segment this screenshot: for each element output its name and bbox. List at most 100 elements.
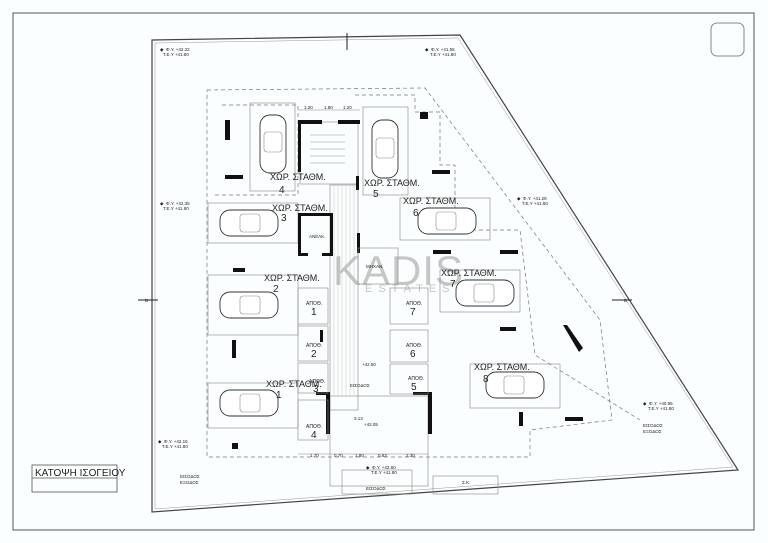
bay-5: [362, 106, 409, 196]
drawing-title: ΚΑΤΟΨΗ ΙΣΟΓΕΙΟΥ: [35, 468, 126, 479]
svg-text:2: 2: [273, 284, 279, 295]
svg-text:ΧΩΡ. ΣΤΑΘΜ.: ΧΩΡ. ΣΤΑΘΜ.: [403, 196, 459, 206]
corner-box: [710, 22, 745, 57]
car-icon: [455, 279, 515, 307]
svg-text:ΕΙΣΟΔΟΣ: ΕΙΣΟΔΟΣ: [643, 423, 663, 428]
svg-text:◆: ◆: [366, 465, 370, 470]
svg-text:3: 3: [313, 384, 319, 395]
svg-text:ΑΠΟΘ.: ΑΠΟΘ.: [406, 301, 422, 307]
svg-text:1: 1: [311, 307, 317, 318]
svg-text:◆: ◆: [517, 196, 521, 201]
svg-text:Φ.Υ. +40.95: Φ.Υ. +40.95: [649, 401, 673, 406]
svg-text:ΧΩΡ. ΣΤΑΘΜ.: ΧΩΡ. ΣΤΑΘΜ.: [264, 273, 320, 283]
car-icon: [259, 114, 287, 174]
entrance-path: [341, 469, 413, 495]
car-icon: [219, 291, 279, 319]
storage-label-6: ΑΠΟΘ.6: [406, 343, 422, 360]
svg-text:7: 7: [450, 279, 456, 290]
svg-text:ΧΩΡ. ΣΤΑΘΜ.: ΧΩΡ. ΣΤΑΘΜ.: [364, 178, 420, 188]
car-icon: [219, 389, 279, 417]
svg-text:1.80: 1.80: [324, 105, 333, 110]
svg-text:ΑΠΟΘ.: ΑΠΟΘ.: [309, 379, 325, 385]
corridor: [329, 184, 359, 411]
storage-2: [297, 325, 329, 362]
floor-level-lobby: +42.05: [364, 422, 378, 427]
floor-level-corridor: +42.50: [362, 362, 376, 367]
svg-text:Φ.Υ. +42.15: Φ.Υ. +42.15: [164, 439, 188, 444]
svg-text:Φ.Υ. +42.35: Φ.Υ. +42.35: [166, 201, 190, 206]
entrance-label: ΕΙΣΟΔΟΣ: [350, 383, 370, 388]
spot-level: ◆Φ.Υ. +42.15Τ.Ε.Υ +41.80: [158, 439, 188, 449]
svg-text:ΧΩΡ. ΣΤΑΘΜ.: ΧΩΡ. ΣΤΑΘΜ.: [266, 379, 322, 389]
svg-text:ΕΞΟΔΟΣ: ΕΞΟΔΟΣ: [643, 429, 662, 434]
sheet-frame: [12, 12, 755, 531]
parking-space-1: ΧΩΡ. ΣΤΑΘΜ.1: [266, 379, 322, 401]
svg-text:ΑΠΟΘ.: ΑΠΟΘ.: [408, 376, 424, 382]
storage-label-1: ΑΠΟΘ.1: [306, 301, 322, 318]
svg-text:ΑΠΟΘ.: ΑΠΟΘ.: [306, 343, 322, 349]
svg-text:1.20: 1.20: [343, 105, 352, 110]
svg-text:ΧΩΡ. ΣΤΑΘΜ.: ΧΩΡ. ΣΤΑΘΜ.: [270, 172, 326, 182]
svg-text:Φ.Υ. +41.55: Φ.Υ. +41.55: [431, 47, 455, 52]
svg-text:ΕΞΟΔΟΣ: ΕΞΟΔΟΣ: [180, 480, 199, 485]
svg-text:0.83: 0.83: [378, 453, 387, 458]
stair-treads: [310, 134, 345, 164]
parking-space-4: ΧΩΡ. ΣΤΑΘΜ. 4: [270, 172, 326, 196]
stair-width: 3.13: [354, 416, 363, 421]
svg-text:Φ.Υ. +41.28: Φ.Υ. +41.28: [523, 196, 547, 201]
parking-space-2: ΧΩΡ. ΣΤΑΘΜ.2: [264, 273, 320, 295]
spot-level: ◆Φ.Υ. +42.35Τ.Ε.Υ +41.80: [160, 201, 190, 211]
section-marker-right: B: [624, 298, 627, 303]
storage-label-2: ΑΠΟΘ.2: [306, 343, 322, 360]
svg-text:Φ.Υ. +42.22: Φ.Υ. +42.22: [166, 47, 190, 52]
svg-text:ΑΠΟΘ.: ΑΠΟΘ.: [306, 424, 322, 430]
storage-1: [297, 287, 329, 325]
svg-text:Φ.Υ. +42.60: Φ.Υ. +42.60: [372, 465, 396, 470]
svg-text:4: 4: [279, 185, 285, 196]
entrance-lobby: [329, 395, 429, 487]
bay-4: [249, 102, 296, 192]
storage-label-4: ΑΠΟΘ.4: [306, 424, 322, 441]
svg-text:7: 7: [410, 307, 416, 318]
svg-text:5: 5: [373, 189, 379, 200]
svg-text:Τ.Ε.Υ +41.80: Τ.Ε.Υ +41.80: [163, 52, 189, 57]
spot-level: ◆Φ.Υ. +42.22Τ.Ε.Υ +41.80: [160, 47, 190, 57]
building-outline: [206, 87, 613, 458]
site-boundary-inner: [154, 37, 734, 510]
storage-label-7: ΑΠΟΘ.7: [406, 301, 422, 318]
machine-room: [357, 247, 399, 285]
car-icon: [417, 207, 477, 235]
section-marker-left: B: [145, 298, 148, 303]
machine-room-label: ΜΗΧΑΝ.: [366, 264, 384, 269]
upper-outline: [355, 94, 641, 421]
main-entrance-label: ΕΙΣΟΔΟΣ: [366, 486, 386, 491]
svg-text:Τ.Ε.Υ +41.80: Τ.Ε.Υ +41.80: [522, 201, 548, 206]
svg-text:Τ.Ε.Υ +41.80: Τ.Ε.Υ +41.80: [162, 444, 188, 449]
parking-space-3: ΧΩΡ. ΣΤΑΘΜ.3: [272, 203, 328, 224]
spot-level: ◆Φ.Υ. +40.95Τ.Ε.Υ +41.80: [643, 401, 674, 411]
parking-space-6: ΧΩΡ. ΣΤΑΘΜ.6: [403, 196, 459, 219]
watermark-logo: KADIS: [333, 247, 464, 294]
svg-text:1.70: 1.70: [310, 453, 319, 458]
storage-label-5: ΑΠΟΘ.5: [408, 376, 424, 393]
parking-space-8: ΧΩΡ. ΣΤΑΘΜ.8: [474, 362, 530, 385]
svg-text:ΑΠΟΘ.: ΑΠΟΘ.: [406, 343, 422, 349]
bay-6: [399, 197, 491, 241]
svg-text:8: 8: [483, 374, 489, 385]
storage-7: [389, 287, 429, 325]
car-icon: [485, 371, 545, 399]
lift-label: ΑΝΕΛΚ.: [309, 234, 326, 239]
dimensions-top: 1.20 1.80 1.20: [298, 105, 360, 111]
svg-text:◆: ◆: [160, 201, 164, 206]
svg-text:1.80: 1.80: [355, 453, 364, 458]
svg-text:◆: ◆: [160, 47, 164, 52]
spot-level: ◆Φ.Υ. +41.28Τ.Ε.Υ +41.80: [517, 196, 548, 206]
svg-text:ΧΩΡ. ΣΤΑΘΜ.: ΧΩΡ. ΣΤΑΘΜ.: [272, 203, 328, 213]
spot-level: ◆Φ.Υ. +42.60Τ.Ε.Υ +41.80: [366, 465, 397, 475]
svg-text:1.20: 1.20: [304, 105, 313, 110]
watermark-sub: ESTATES: [365, 283, 456, 295]
